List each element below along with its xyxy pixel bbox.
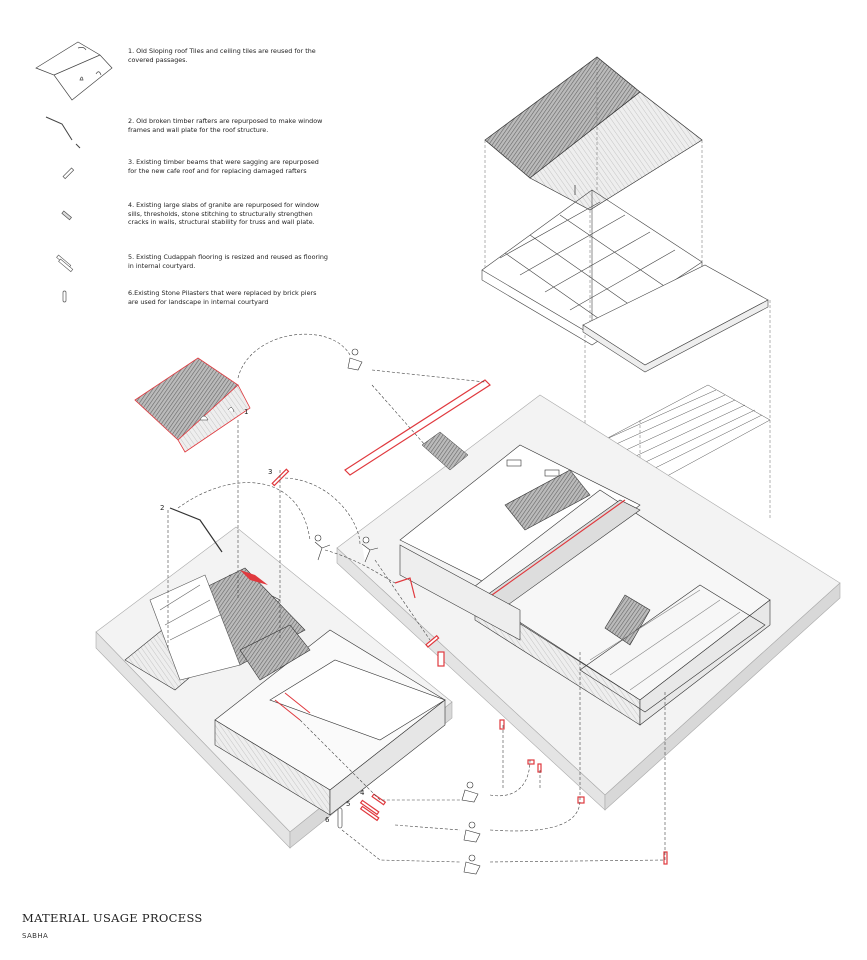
red-repurposed-members — [169, 379, 668, 865]
worker-figure — [361, 536, 379, 563]
worker-figures — [314, 348, 481, 875]
label-5: 5 — [346, 800, 350, 808]
legend-item-6: 6.Existing Stone Pilasters that were rep… — [128, 289, 317, 306]
legend-item-2: 2. Old broken timber rafters are repurpo… — [128, 117, 323, 134]
right-building-complex — [399, 444, 771, 726]
legend-item-5: 5. Existing Cudappah flooring is resized… — [128, 253, 328, 270]
worker-figure — [461, 781, 479, 803]
timber-beam-icon — [62, 167, 75, 180]
exploded-red-roof-tiles — [134, 357, 251, 453]
legend-item-1: 1. Old Sloping roof Tiles and ceiling ti… — [128, 47, 316, 64]
label-6: 6 — [325, 816, 330, 824]
stone-pilaster-icon — [62, 290, 67, 303]
timber-rafter-icon — [45, 116, 81, 149]
process-flow-lines — [167, 333, 666, 863]
roof-tiles-icon — [35, 41, 113, 101]
page-subtitle: SABHA — [22, 932, 49, 940]
exploded-sloping-roof — [484, 56, 703, 211]
cudappah-flooring-icon — [56, 254, 74, 273]
legend-item-4: 4. Existing large slabs of granite are r… — [128, 201, 320, 227]
label-2: 2 — [160, 504, 164, 512]
worker-figure — [347, 348, 363, 371]
worker-figure — [463, 821, 481, 843]
left-building — [124, 567, 446, 816]
granite-slab-icon — [61, 210, 72, 221]
label-4: 4 — [360, 789, 365, 797]
worker-figure — [463, 854, 481, 875]
label-1: 1 — [244, 408, 248, 416]
page-title: MATERIAL USAGE PROCESS — [22, 911, 203, 925]
label-3: 3 — [268, 468, 272, 476]
legend-item-3: 3. Existing timber beams that were saggi… — [128, 158, 319, 175]
worker-figure — [314, 534, 331, 561]
exploded-flat-roof — [582, 264, 769, 373]
projection-guides — [484, 57, 771, 560]
